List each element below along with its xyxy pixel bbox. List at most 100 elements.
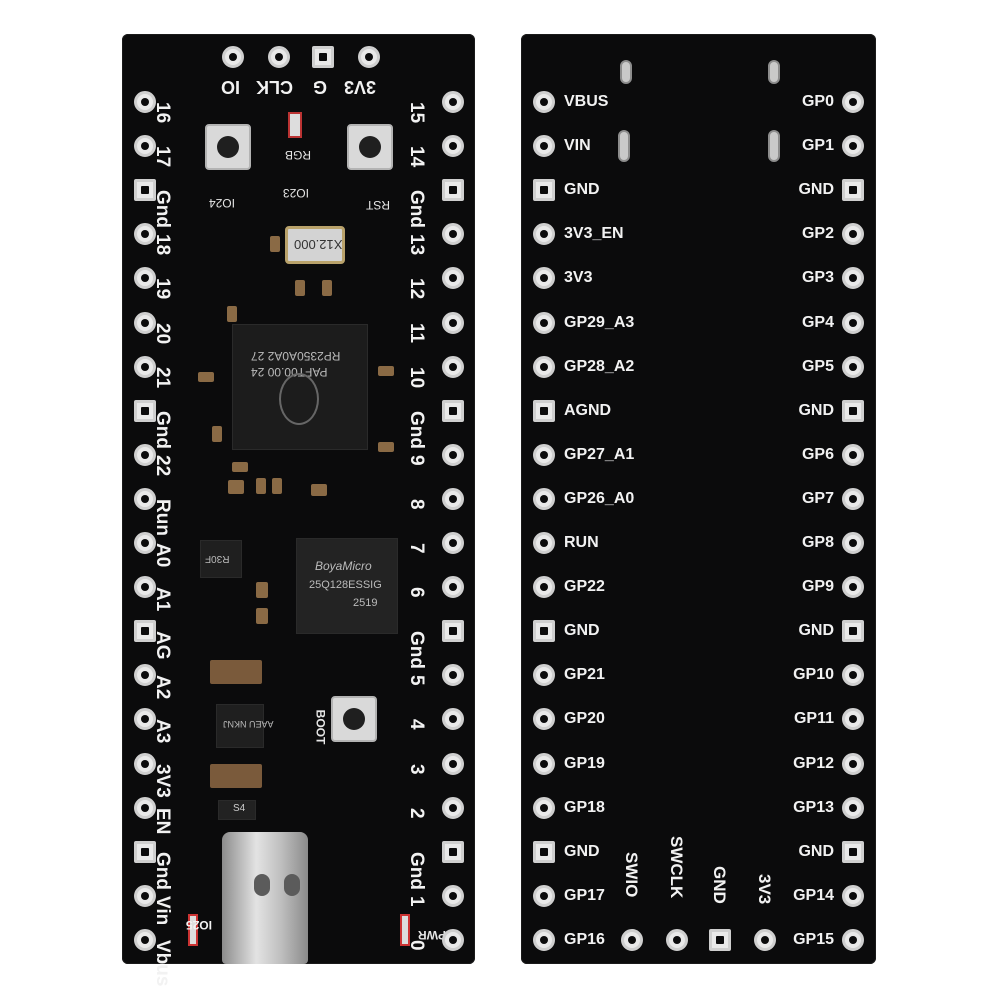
pin-pad — [842, 928, 864, 951]
usb-c-connector[interactable] — [222, 832, 308, 964]
pin-label: Gnd — [406, 631, 427, 670]
debug-label: GND — [710, 866, 729, 904]
pin-pad — [842, 620, 864, 643]
pin-pad — [442, 135, 464, 158]
pin-pad — [533, 355, 555, 378]
pin-pad — [533, 620, 555, 643]
capacitor — [378, 442, 394, 452]
solder-jumper — [768, 130, 780, 162]
inductor — [210, 660, 262, 684]
pin-pad — [134, 532, 156, 554]
top-label-g: G — [313, 77, 328, 97]
regulator-label: R30F — [205, 553, 230, 564]
pin-pad — [533, 223, 555, 246]
pin-pad — [134, 840, 156, 863]
pin-label: 6 — [406, 587, 427, 598]
pin-label: GP16 — [564, 930, 605, 948]
pin-label: 19 — [152, 278, 173, 300]
pin-label: GND — [564, 181, 600, 199]
pin-label: GP3 — [801, 269, 834, 287]
pin-pad — [134, 576, 156, 599]
debug-label: 3V3 — [755, 874, 774, 905]
pin-label: GP20 — [564, 710, 605, 728]
pin-label: GP28_A2 — [564, 357, 635, 375]
diode: S4 — [218, 800, 256, 820]
reset-button[interactable] — [347, 124, 393, 170]
ldo-label: AAEU NKNJ — [223, 719, 274, 729]
pin-label: Gnd — [152, 410, 173, 449]
pin-label: 2 — [406, 807, 427, 819]
pin-pad — [442, 752, 464, 775]
crystal: X12.000 — [285, 226, 345, 264]
silk-io24: IO24 — [209, 196, 236, 210]
pin-label: GP2 — [801, 225, 834, 243]
pin-pad — [442, 179, 464, 202]
pin-label: GP14 — [793, 886, 834, 904]
pin-label: GP13 — [793, 798, 834, 816]
pin-label: GP21 — [564, 666, 605, 684]
debug-pad — [666, 929, 688, 951]
pin-label: 3V3_EN — [564, 225, 624, 243]
pin-pad — [442, 840, 464, 863]
header-pad — [222, 46, 244, 68]
pin-label: GP5 — [801, 357, 834, 375]
pin-pad — [842, 91, 864, 113]
mcu-chip: RP2350A0A2 27 PAFT00.00 24 — [232, 324, 368, 450]
crystal-label: X12.000 — [294, 237, 343, 252]
pin-label: GP6 — [801, 445, 834, 463]
pin-pad — [442, 884, 464, 907]
pin-label: 0 — [406, 939, 427, 951]
pin-pad — [442, 928, 464, 951]
pin-label: GND — [798, 622, 834, 640]
pin-pad — [842, 708, 864, 731]
pin-pad — [842, 576, 864, 599]
pin-label: GP4 — [801, 313, 834, 331]
debug-pad — [621, 929, 643, 951]
pin-pad — [442, 311, 464, 334]
pin-pad — [533, 840, 555, 863]
boot-button[interactable] — [331, 696, 377, 742]
solder-jumper — [620, 60, 632, 84]
debug-pad — [754, 929, 776, 951]
pin-pad — [442, 355, 464, 378]
capacitor — [198, 372, 214, 382]
board-back — [521, 34, 876, 964]
pin-pad — [442, 267, 464, 290]
pin-pad — [134, 223, 156, 246]
pin-pad — [134, 796, 156, 819]
pin-pad — [442, 796, 464, 819]
pin-label: 14 — [406, 146, 427, 168]
flash-label-3: 2519 — [353, 597, 378, 609]
pin-label: Gnd — [152, 851, 173, 890]
pin-label: Vbus — [152, 939, 173, 987]
pin-pad — [533, 532, 555, 554]
pin-label: GP15 — [793, 930, 834, 948]
pin-label: GP27_A1 — [564, 445, 635, 463]
pin-label: GND — [564, 842, 600, 860]
pin-label: GP8 — [801, 534, 834, 551]
pin-label: GND — [798, 181, 834, 199]
top-label-3v3: 3V3 — [344, 77, 377, 97]
capacitor — [295, 280, 305, 296]
header-pad — [312, 46, 334, 68]
pin-label: GP10 — [793, 666, 834, 684]
usb-mount-hole — [254, 874, 270, 896]
header-pad — [358, 46, 380, 68]
pin-pad — [842, 355, 864, 378]
pin-label: 4 — [406, 719, 427, 730]
pin-label: 1 — [406, 895, 427, 907]
io24-button[interactable] — [205, 124, 251, 170]
pin-pad — [842, 487, 864, 510]
pin-label: GP7 — [801, 489, 834, 507]
pin-pad — [134, 884, 156, 907]
pin-pad — [134, 399, 156, 422]
pin-label: 12 — [406, 278, 427, 300]
usb-mount-hole — [284, 874, 300, 896]
pin-pad — [842, 532, 864, 554]
pin-label: Vin — [152, 895, 173, 926]
debug-pad — [709, 929, 731, 951]
pin-label: 15 — [406, 102, 427, 124]
pin-label: 10 — [406, 366, 427, 388]
pin-pad — [442, 664, 464, 687]
pin-label: GP29_A3 — [564, 313, 635, 331]
